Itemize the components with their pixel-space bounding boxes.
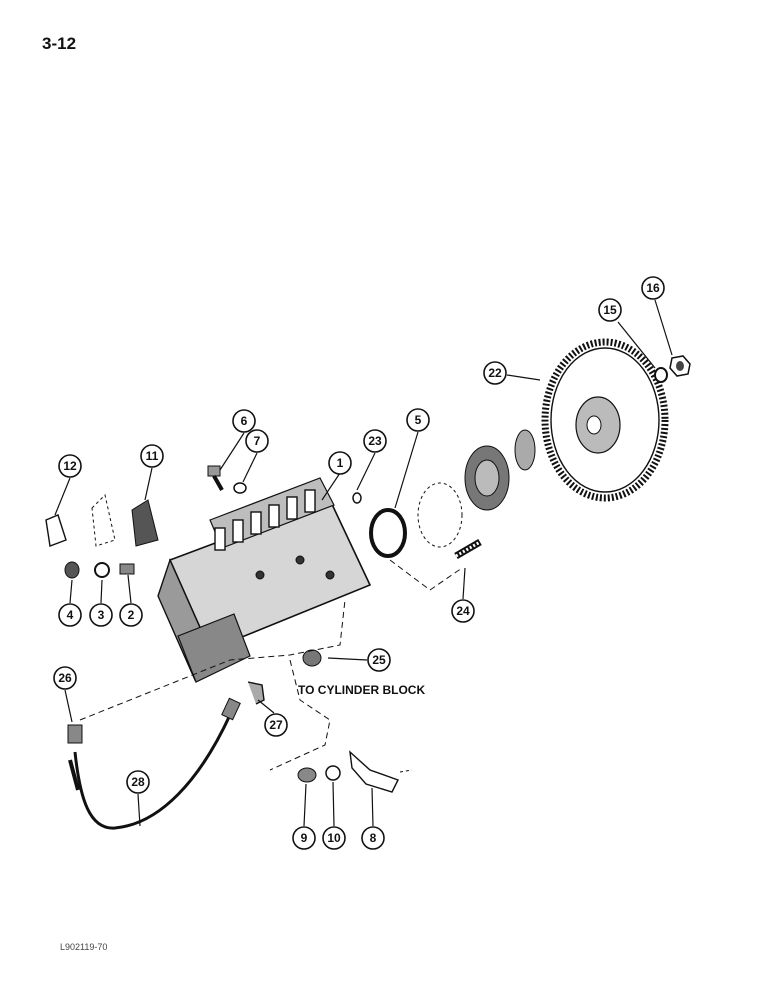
- cylinder-block-note: TO CYLINDER BLOCK: [298, 683, 425, 697]
- svg-text:6: 6: [241, 414, 248, 428]
- callout-22: 22: [483, 361, 507, 385]
- svg-text:5: 5: [415, 413, 422, 427]
- svg-text:28: 28: [131, 775, 145, 789]
- svg-text:27: 27: [269, 718, 283, 732]
- svg-text:9: 9: [301, 831, 308, 845]
- callout-11: 11: [140, 444, 164, 468]
- callout-25: 25: [367, 648, 391, 672]
- alignment-path: [389, 559, 463, 591]
- callout-8: 8: [361, 826, 385, 850]
- line-path: [79, 599, 346, 721]
- callout-7: 7: [245, 429, 269, 453]
- figure-code: L902119-70: [60, 942, 108, 952]
- callout-24: 24: [451, 599, 475, 623]
- page-number: 3-12: [42, 34, 77, 53]
- callout-9: 9: [292, 826, 316, 850]
- svg-text:26: 26: [58, 671, 72, 685]
- callout-5: 5: [406, 408, 430, 432]
- callout-3: 3: [89, 603, 113, 627]
- fitting-assembly-icon: [64, 561, 135, 579]
- svg-text:2: 2: [128, 608, 135, 622]
- fuel-injection-pump-icon: [157, 477, 372, 683]
- leader-lines: [54, 299, 673, 827]
- callout-12: 12: [58, 454, 82, 478]
- callout-2: 2: [119, 603, 143, 627]
- svg-text:4: 4: [67, 608, 74, 622]
- fuel-line-icon: [67, 697, 241, 830]
- svg-text:15: 15: [603, 303, 617, 317]
- svg-text:10: 10: [327, 831, 341, 845]
- stud-icon: [454, 538, 482, 560]
- svg-text:3: 3: [98, 608, 105, 622]
- svg-text:1: 1: [337, 456, 344, 470]
- svg-text:8: 8: [370, 831, 377, 845]
- nut-icon: [669, 355, 691, 377]
- callout-26: 26: [53, 666, 77, 690]
- bolt-icon: [207, 465, 247, 494]
- svg-text:23: 23: [368, 434, 382, 448]
- callout-23: 23: [363, 429, 387, 453]
- callout-15: 15: [598, 298, 622, 322]
- bracket-icon: [297, 750, 413, 793]
- cover-plate-icon: [45, 494, 159, 547]
- elbow-fitting-icon: [247, 681, 265, 705]
- svg-text:11: 11: [146, 449, 159, 463]
- callout-28: 28: [126, 770, 150, 794]
- svg-text:25: 25: [372, 653, 386, 667]
- plug-icon: [302, 649, 322, 667]
- svg-text:22: 22: [488, 366, 502, 380]
- washer-icon: [654, 367, 668, 383]
- callout-4: 4: [58, 603, 82, 627]
- o-ring-icon: [369, 508, 407, 558]
- svg-text:12: 12: [63, 459, 77, 473]
- svg-text:24: 24: [456, 604, 470, 618]
- callout-6: 6: [232, 409, 256, 433]
- drive-gear-icon: [541, 338, 669, 502]
- hub-icon: [417, 429, 536, 548]
- svg-text:7: 7: [254, 434, 261, 448]
- callout-27: 27: [264, 713, 288, 737]
- cylinder-block-path: [269, 659, 331, 771]
- callout-16: 16: [641, 276, 665, 300]
- svg-text:16: 16: [646, 281, 660, 295]
- callout-1: 1: [328, 451, 352, 475]
- small-o-ring-icon: [352, 492, 362, 504]
- callout-10: 10: [322, 826, 346, 850]
